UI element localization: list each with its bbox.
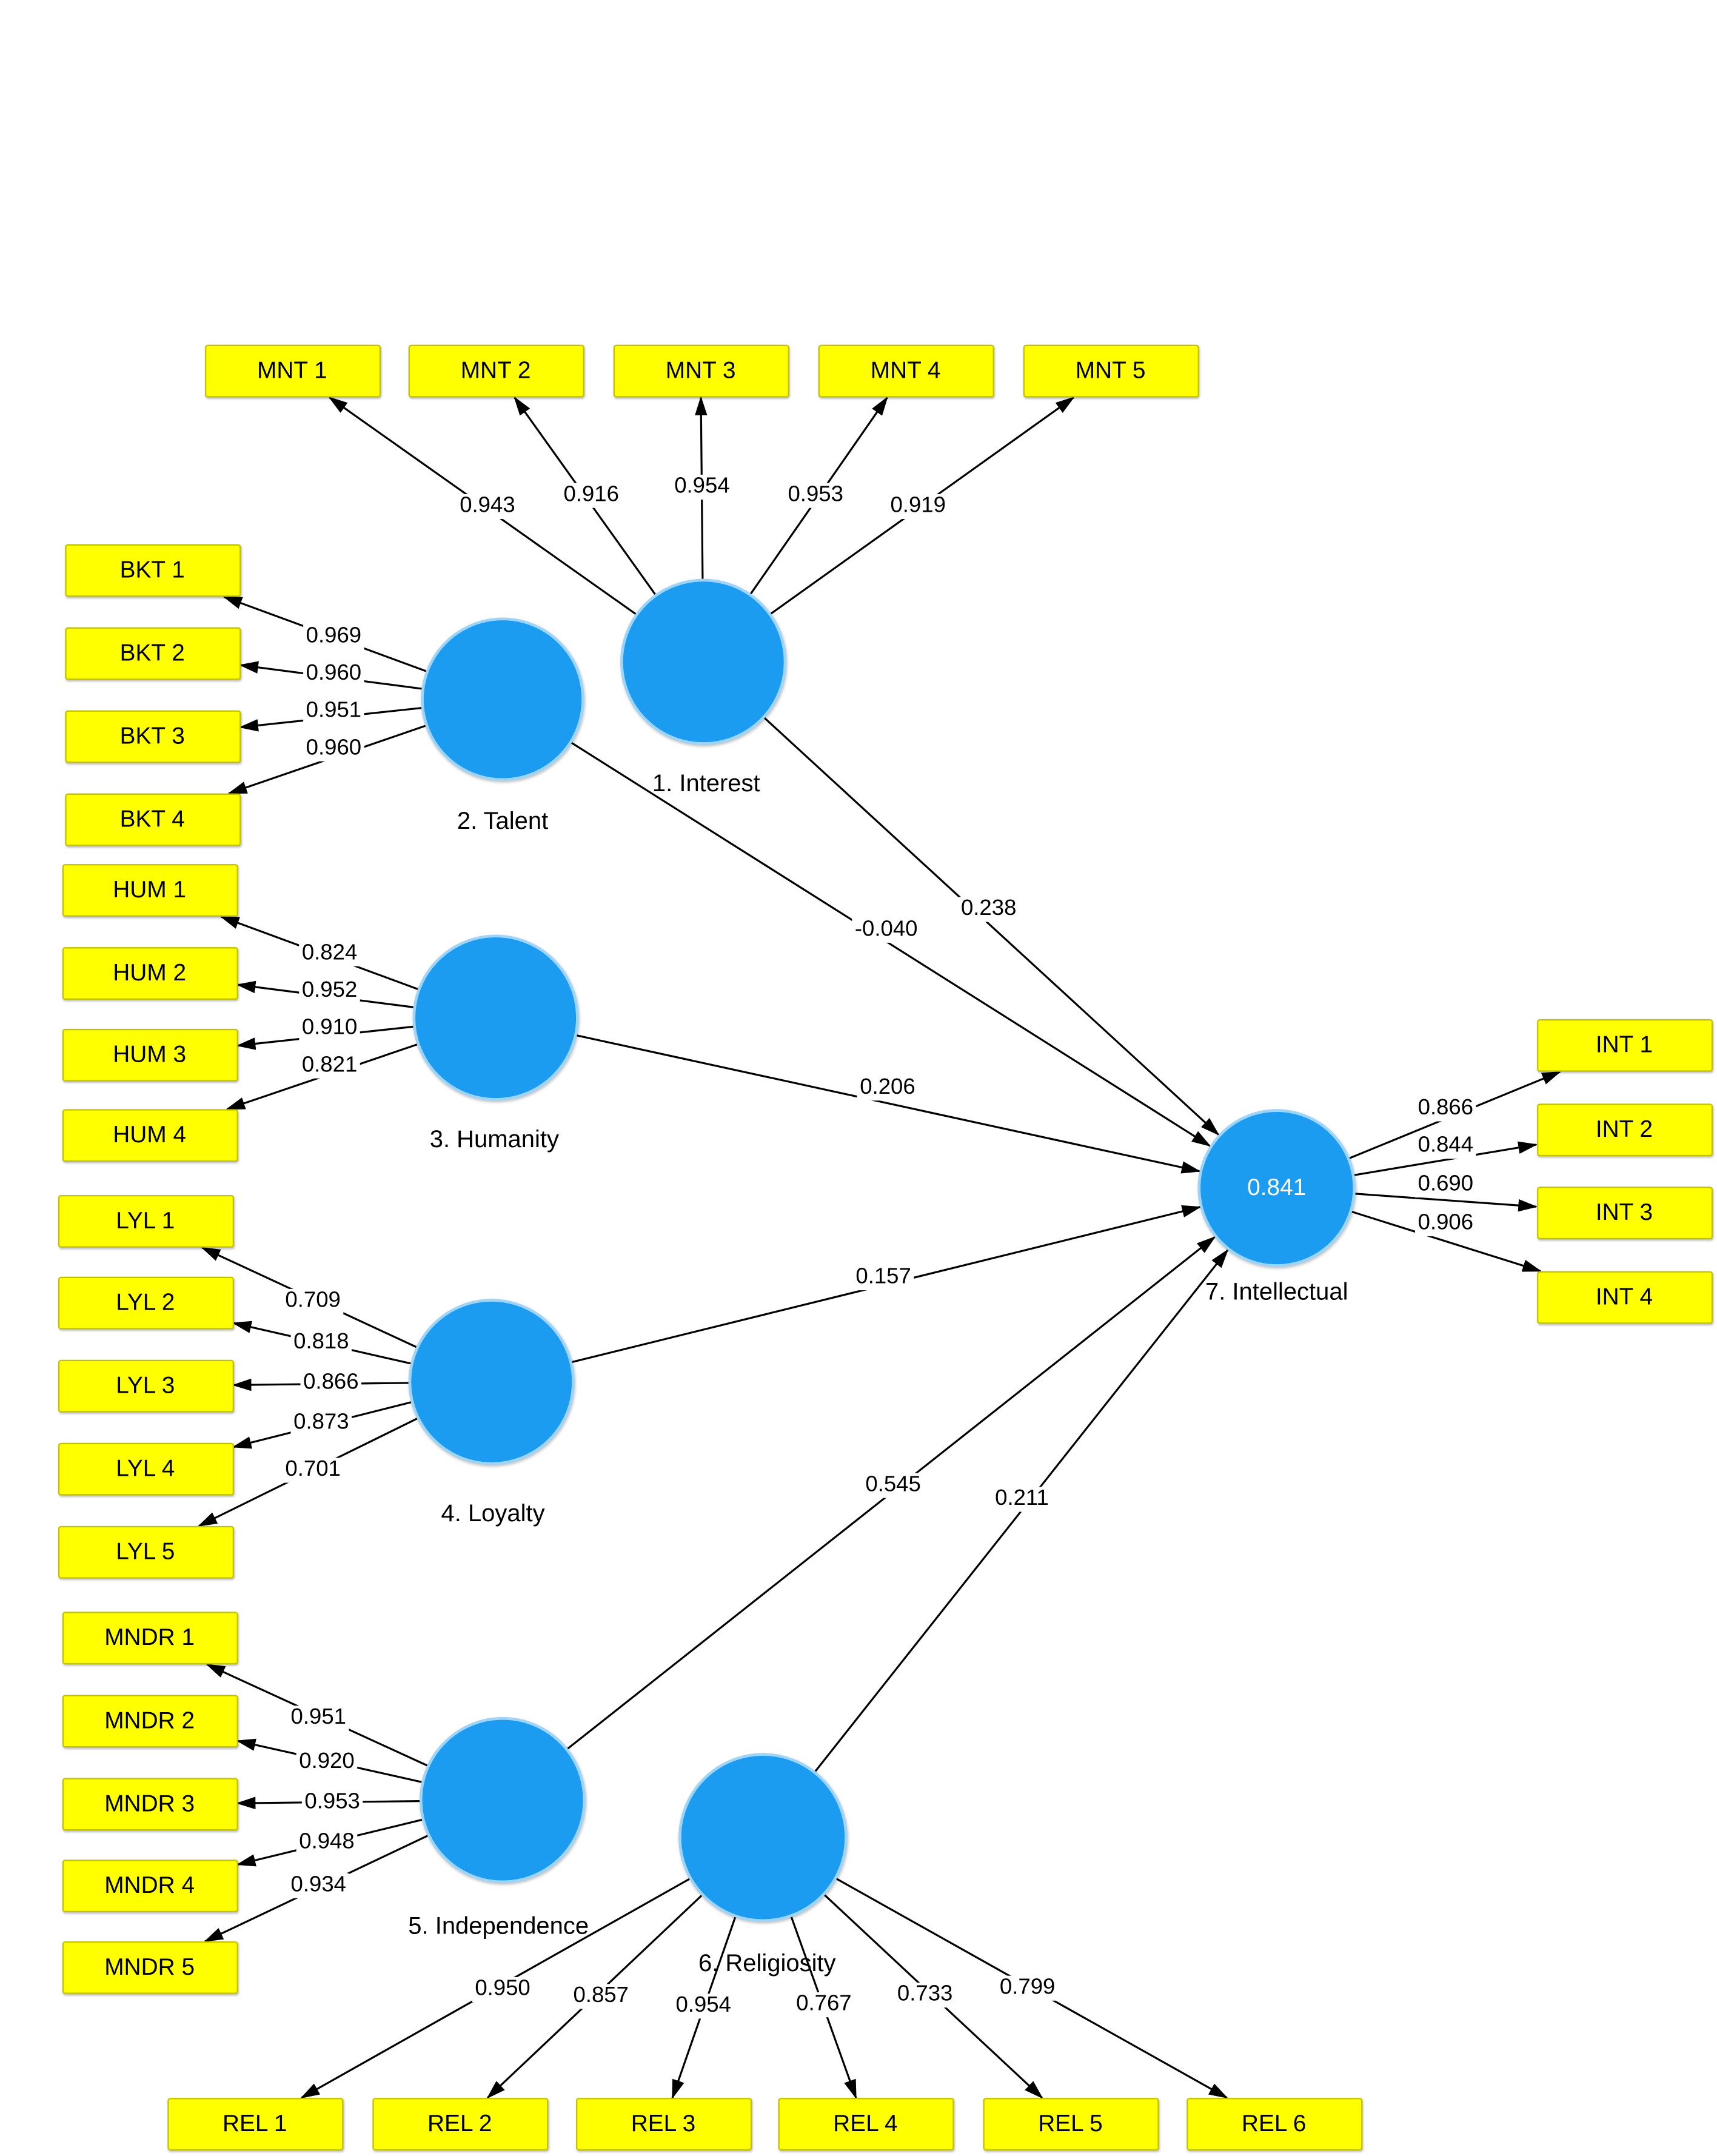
path-interest-intellectual [764, 717, 1220, 1136]
indicator-box-INT2[interactable]: INT 2 [1536, 1103, 1713, 1157]
loading-label-INT2: 0.844 [1415, 1134, 1476, 1160]
indicator-box-MNDR4[interactable]: MNDR 4 [61, 1860, 238, 1913]
loading-label-REL2: 0.857 [570, 1984, 632, 2010]
loading-label-LYL1: 0.709 [282, 1288, 344, 1314]
indicator-box-MNT3[interactable]: MNT 3 [612, 344, 789, 398]
coefficient-label-independence-intellectual: 0.545 [862, 1473, 924, 1499]
loading-label-MNT4: 0.953 [785, 483, 846, 509]
indicator-box-LYL5[interactable]: LYL 5 [57, 1525, 233, 1579]
construct-circle-loyalty[interactable] [408, 1299, 575, 1465]
construct-label-intellectual: 7. Intellectual [1205, 1277, 1348, 1305]
coefficient-label-humanity-intellectual: 0.206 [857, 1076, 919, 1102]
loading-label-LYL4: 0.873 [290, 1410, 352, 1436]
loading-label-REL1: 0.950 [472, 1977, 534, 2003]
indicator-box-MNT1[interactable]: MNT 1 [204, 344, 380, 398]
coefficient-label-talent-intellectual: -0.040 [852, 917, 921, 943]
indicator-box-MNT4[interactable]: MNT 4 [817, 344, 994, 398]
loading-label-MNDR3: 0.953 [301, 1790, 363, 1816]
indicator-box-BKT3[interactable]: BKT 3 [64, 710, 241, 763]
indicator-box-BKT4[interactable]: BKT 4 [64, 793, 241, 846]
construct-label-humanity: 3. Humanity [429, 1125, 559, 1153]
construct-label-interest: 1. Interest [652, 769, 760, 797]
construct-label-talent: 2. Talent [457, 806, 549, 835]
indicator-box-MNDR3[interactable]: MNDR 3 [61, 1778, 238, 1831]
indicator-box-REL1[interactable]: REL 1 [167, 2098, 343, 2151]
loading-label-REL5: 0.733 [894, 1983, 956, 2009]
loading-label-MNDR1: 0.951 [287, 1706, 349, 1732]
indicator-box-INT1[interactable]: INT 1 [1536, 1019, 1713, 1072]
arrow-intellectual-INT4 [1351, 1211, 1542, 1273]
indicator-box-REL4[interactable]: REL 4 [777, 2098, 954, 2151]
loading-label-INT4: 0.906 [1415, 1211, 1476, 1237]
loading-label-LYL3: 0.866 [300, 1370, 362, 1396]
indicator-box-LYL3[interactable]: LYL 3 [57, 1359, 233, 1413]
loading-label-REL4: 0.767 [793, 1992, 855, 2018]
construct-circle-talent[interactable] [421, 617, 584, 782]
loading-label-MNDR2: 0.920 [296, 1750, 358, 1776]
construct-label-independence: 5. Independence [408, 1911, 589, 1940]
loading-label-MNT3: 0.954 [671, 474, 733, 500]
loading-label-INT1: 0.866 [1415, 1096, 1476, 1122]
loading-label-LYL5: 0.701 [282, 1458, 344, 1484]
indicator-box-REL6[interactable]: REL 6 [1186, 2098, 1362, 2151]
loading-label-BKT4: 0.960 [303, 736, 364, 762]
indicator-box-HUM4[interactable]: HUM 4 [61, 1109, 238, 1162]
loading-label-HUM3: 0.910 [299, 1016, 360, 1042]
indicator-box-HUM2[interactable]: HUM 2 [61, 947, 238, 1000]
loading-label-BKT1: 0.969 [303, 624, 364, 650]
indicator-box-BKT1[interactable]: BKT 1 [64, 544, 241, 597]
loading-label-REL6: 0.799 [997, 1975, 1058, 2001]
indicator-box-HUM3[interactable]: HUM 3 [61, 1028, 238, 1082]
indicator-box-MNT5[interactable]: MNT 5 [1022, 344, 1199, 398]
indicator-box-LYL2[interactable]: LYL 2 [57, 1276, 233, 1330]
loading-label-HUM2: 0.952 [299, 979, 360, 1005]
construct-circle-religiosity[interactable] [678, 1753, 848, 1923]
construct-label-loyalty: 4. Loyalty [441, 1499, 545, 1527]
indicator-box-LYL4[interactable]: LYL 4 [57, 1442, 233, 1496]
path-humanity-intellectual [577, 1034, 1201, 1174]
loading-label-HUM4: 0.821 [299, 1053, 360, 1079]
loading-label-LYL2: 0.818 [290, 1330, 352, 1356]
coefficient-label-loyalty-intellectual: 0.157 [852, 1265, 914, 1291]
loading-label-BKT2: 0.960 [303, 661, 364, 688]
indicator-box-INT3[interactable]: INT 3 [1536, 1187, 1713, 1240]
path-talent-intellectual [571, 742, 1211, 1147]
loading-label-MNT1: 0.943 [457, 494, 518, 520]
loading-label-REL3: 0.954 [672, 1994, 734, 2020]
indicator-box-MNDR5[interactable]: MNDR 5 [61, 1941, 238, 1994]
coefficient-label-interest-intellectual: 0.238 [958, 897, 1019, 923]
indicator-box-REL2[interactable]: REL 2 [372, 2098, 548, 2151]
arrow-intellectual-INT3 [1355, 1193, 1538, 1212]
indicator-box-MNDR1[interactable]: MNDR 1 [61, 1612, 238, 1665]
loading-label-MNDR4: 0.948 [296, 1830, 358, 1856]
loading-label-MNT2: 0.916 [560, 483, 622, 509]
indicator-box-REL5[interactable]: REL 5 [982, 2098, 1159, 2151]
indicator-box-MNDR2[interactable]: MNDR 2 [61, 1695, 238, 1748]
arrow-intellectual-INT2 [1354, 1141, 1538, 1176]
loading-label-INT3: 0.690 [1415, 1172, 1476, 1198]
construct-circle-independence[interactable] [420, 1717, 586, 1884]
loading-label-MNDR5: 0.934 [287, 1873, 349, 1899]
coefficient-label-religiosity-intellectual: 0.211 [992, 1487, 1052, 1513]
indicator-box-REL3[interactable]: REL 3 [575, 2098, 751, 2151]
indicator-box-BKT2[interactable]: BKT 2 [64, 627, 241, 680]
indicator-box-LYL1[interactable]: LYL 1 [57, 1194, 233, 1248]
construct-label-religiosity: 6. Religiosity [698, 1949, 836, 1977]
indicator-box-MNT2[interactable]: MNT 2 [407, 344, 584, 398]
loading-label-HUM1: 0.824 [299, 941, 360, 967]
indicator-box-HUM1[interactable]: HUM 1 [61, 864, 238, 917]
construct-circle-interest[interactable] [620, 578, 787, 745]
construct-circle-humanity[interactable] [412, 934, 579, 1101]
indicator-box-INT4[interactable]: INT 4 [1536, 1271, 1713, 1324]
loading-label-BKT3: 0.951 [303, 698, 364, 725]
construct-circle-intellectual[interactable]: 0.841 [1197, 1109, 1356, 1267]
loading-label-MNT5: 0.919 [887, 494, 949, 520]
construct-r2-value: 0.841 [1247, 1174, 1307, 1201]
